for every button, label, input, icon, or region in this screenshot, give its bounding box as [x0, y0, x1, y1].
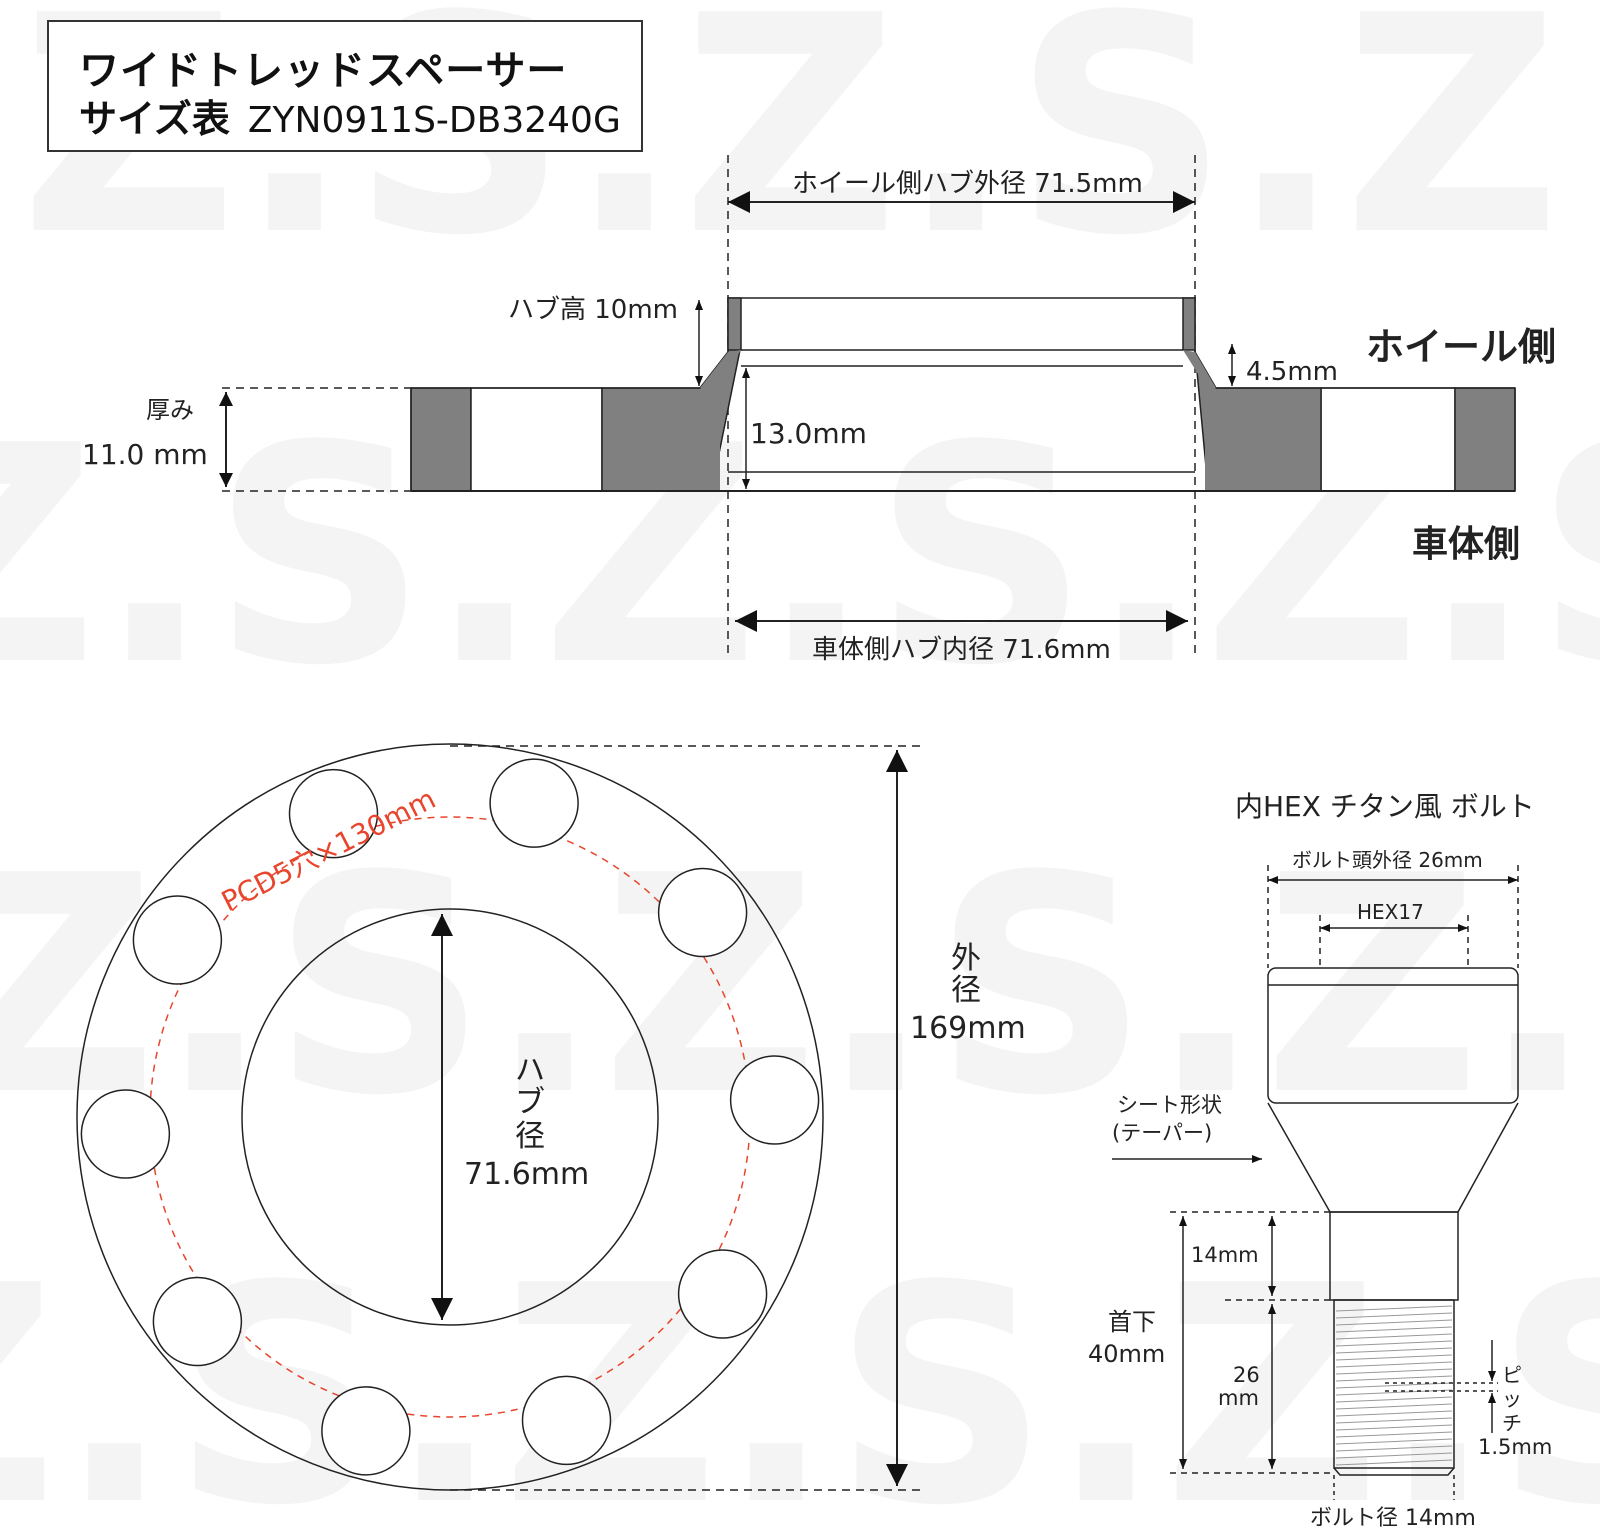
- wheel-side-label: ホイール側: [1366, 325, 1556, 369]
- bolt-head-outer-label: ボルト頭外径 26mm: [1292, 848, 1483, 872]
- thread-line: [1335, 1375, 1453, 1382]
- thread-line: [1335, 1347, 1453, 1354]
- bolt-hole: [321, 1386, 411, 1476]
- thread-line: [1335, 1424, 1453, 1431]
- thread-length-2: mm: [1218, 1386, 1259, 1410]
- bolt-hole: [80, 1089, 171, 1179]
- bolt-hole: [132, 895, 223, 985]
- outer-diameter-value: 169mm: [910, 1011, 1026, 1046]
- bolt-hole: [288, 768, 379, 859]
- thread-length-1: 26: [1233, 1363, 1260, 1387]
- pitch-char-3: チ: [1502, 1411, 1522, 1435]
- step-label: 4.5mm: [1246, 357, 1338, 387]
- title-box: ワイドトレッドスペーサー サイズ表 ZYN0911S-DB3240G: [47, 20, 643, 152]
- bolt-hole: [489, 758, 579, 848]
- hex-label: HEX17: [1357, 900, 1424, 924]
- thread-line: [1335, 1396, 1453, 1403]
- flange-left-outer: [410, 387, 472, 492]
- hub-label-char-3: 径: [515, 1119, 545, 1154]
- thread-line: [1335, 1326, 1453, 1333]
- side-view: [219, 155, 1516, 655]
- thread-line: [1335, 1403, 1453, 1410]
- under-head-label: 首下: [1108, 1308, 1156, 1336]
- hub-label-char-1: ハ: [515, 1053, 545, 1088]
- model-number: ZYN0911S-DB3240G: [247, 100, 621, 141]
- pitch-value: 1.5mm: [1478, 1435, 1552, 1459]
- thickness-value: 11.0 mm: [82, 438, 208, 471]
- thread-lines: [1335, 1305, 1453, 1466]
- bolt-hole: [521, 1375, 612, 1466]
- svg-text:Z.S.Z.S.Z.S: Z.S.Z.S.Z.S: [0, 1222, 1600, 1533]
- front-view: [76, 743, 925, 1491]
- thread-line: [1335, 1368, 1453, 1375]
- seat-label-1: シート形状: [1117, 1093, 1222, 1117]
- product-title: ワイドトレッドスペーサー: [79, 48, 568, 94]
- size-table-label: サイズ表: [79, 97, 230, 141]
- vehicle-hub-inner-label: 車体側ハブ内径 71.6mm: [812, 635, 1111, 665]
- outer-label-char-2: 径: [951, 973, 981, 1008]
- outer-label-char-1: 外: [951, 941, 981, 976]
- flange-right-hole: [1320, 387, 1456, 492]
- under-head-value: 40mm: [1088, 1340, 1165, 1368]
- thread-line: [1335, 1312, 1453, 1319]
- thread-line: [1335, 1319, 1453, 1326]
- thread-line: [1335, 1438, 1453, 1445]
- bolt-title: 内HEX チタン風 ボルト: [1235, 790, 1535, 823]
- thread-line: [1335, 1389, 1453, 1396]
- hub-label-char-2: ブ: [515, 1085, 545, 1120]
- vehicle-side-label: 車体側: [1412, 524, 1520, 565]
- bolt-head: [1267, 967, 1519, 1104]
- hub-diameter-value: 71.6mm: [464, 1157, 589, 1192]
- inner-height-label: 13.0mm: [750, 417, 867, 450]
- thread-line: [1335, 1431, 1453, 1438]
- flange-left-hole: [470, 387, 603, 492]
- wheel-hub-outer-label: ホイール側ハブ外径 71.5mm: [792, 169, 1143, 199]
- thickness-label: 厚み: [146, 396, 194, 424]
- bolt-drawing: [1112, 865, 1519, 1500]
- thread-line: [1335, 1305, 1453, 1312]
- thread-line: [1335, 1452, 1453, 1459]
- thread-line: [1335, 1410, 1453, 1417]
- thread-line: [1335, 1340, 1453, 1347]
- thread-line: [1335, 1417, 1453, 1424]
- thread-line: [1335, 1354, 1453, 1361]
- seat-label-2: (テーパー): [1112, 1121, 1212, 1145]
- hub-circle: [241, 908, 659, 1326]
- bolt-diameter-label: ボルト径 14mm: [1310, 1506, 1476, 1531]
- size-table-title: サイズ表 ZYN0911S-DB3240G: [79, 88, 621, 143]
- thread-line: [1335, 1445, 1453, 1452]
- bolt-hole: [677, 1249, 768, 1339]
- bolt-hole: [729, 1055, 820, 1145]
- bolt-thread: [1333, 1299, 1455, 1469]
- bolt-hole: [657, 867, 748, 958]
- neck-length-label: 14mm: [1191, 1243, 1259, 1267]
- pitch-char-2: ッ: [1502, 1387, 1522, 1411]
- thread-line: [1335, 1333, 1453, 1340]
- thread-line: [1335, 1459, 1453, 1466]
- thread-line: [1335, 1382, 1453, 1389]
- flange-right-outer: [1454, 387, 1516, 492]
- thread-line: [1335, 1361, 1453, 1368]
- hub-height-label: ハブ高 10mm: [508, 295, 678, 325]
- bolt-holes: [80, 758, 820, 1476]
- bolt-hole: [152, 1276, 243, 1367]
- pitch-char-1: ピ: [1502, 1363, 1522, 1387]
